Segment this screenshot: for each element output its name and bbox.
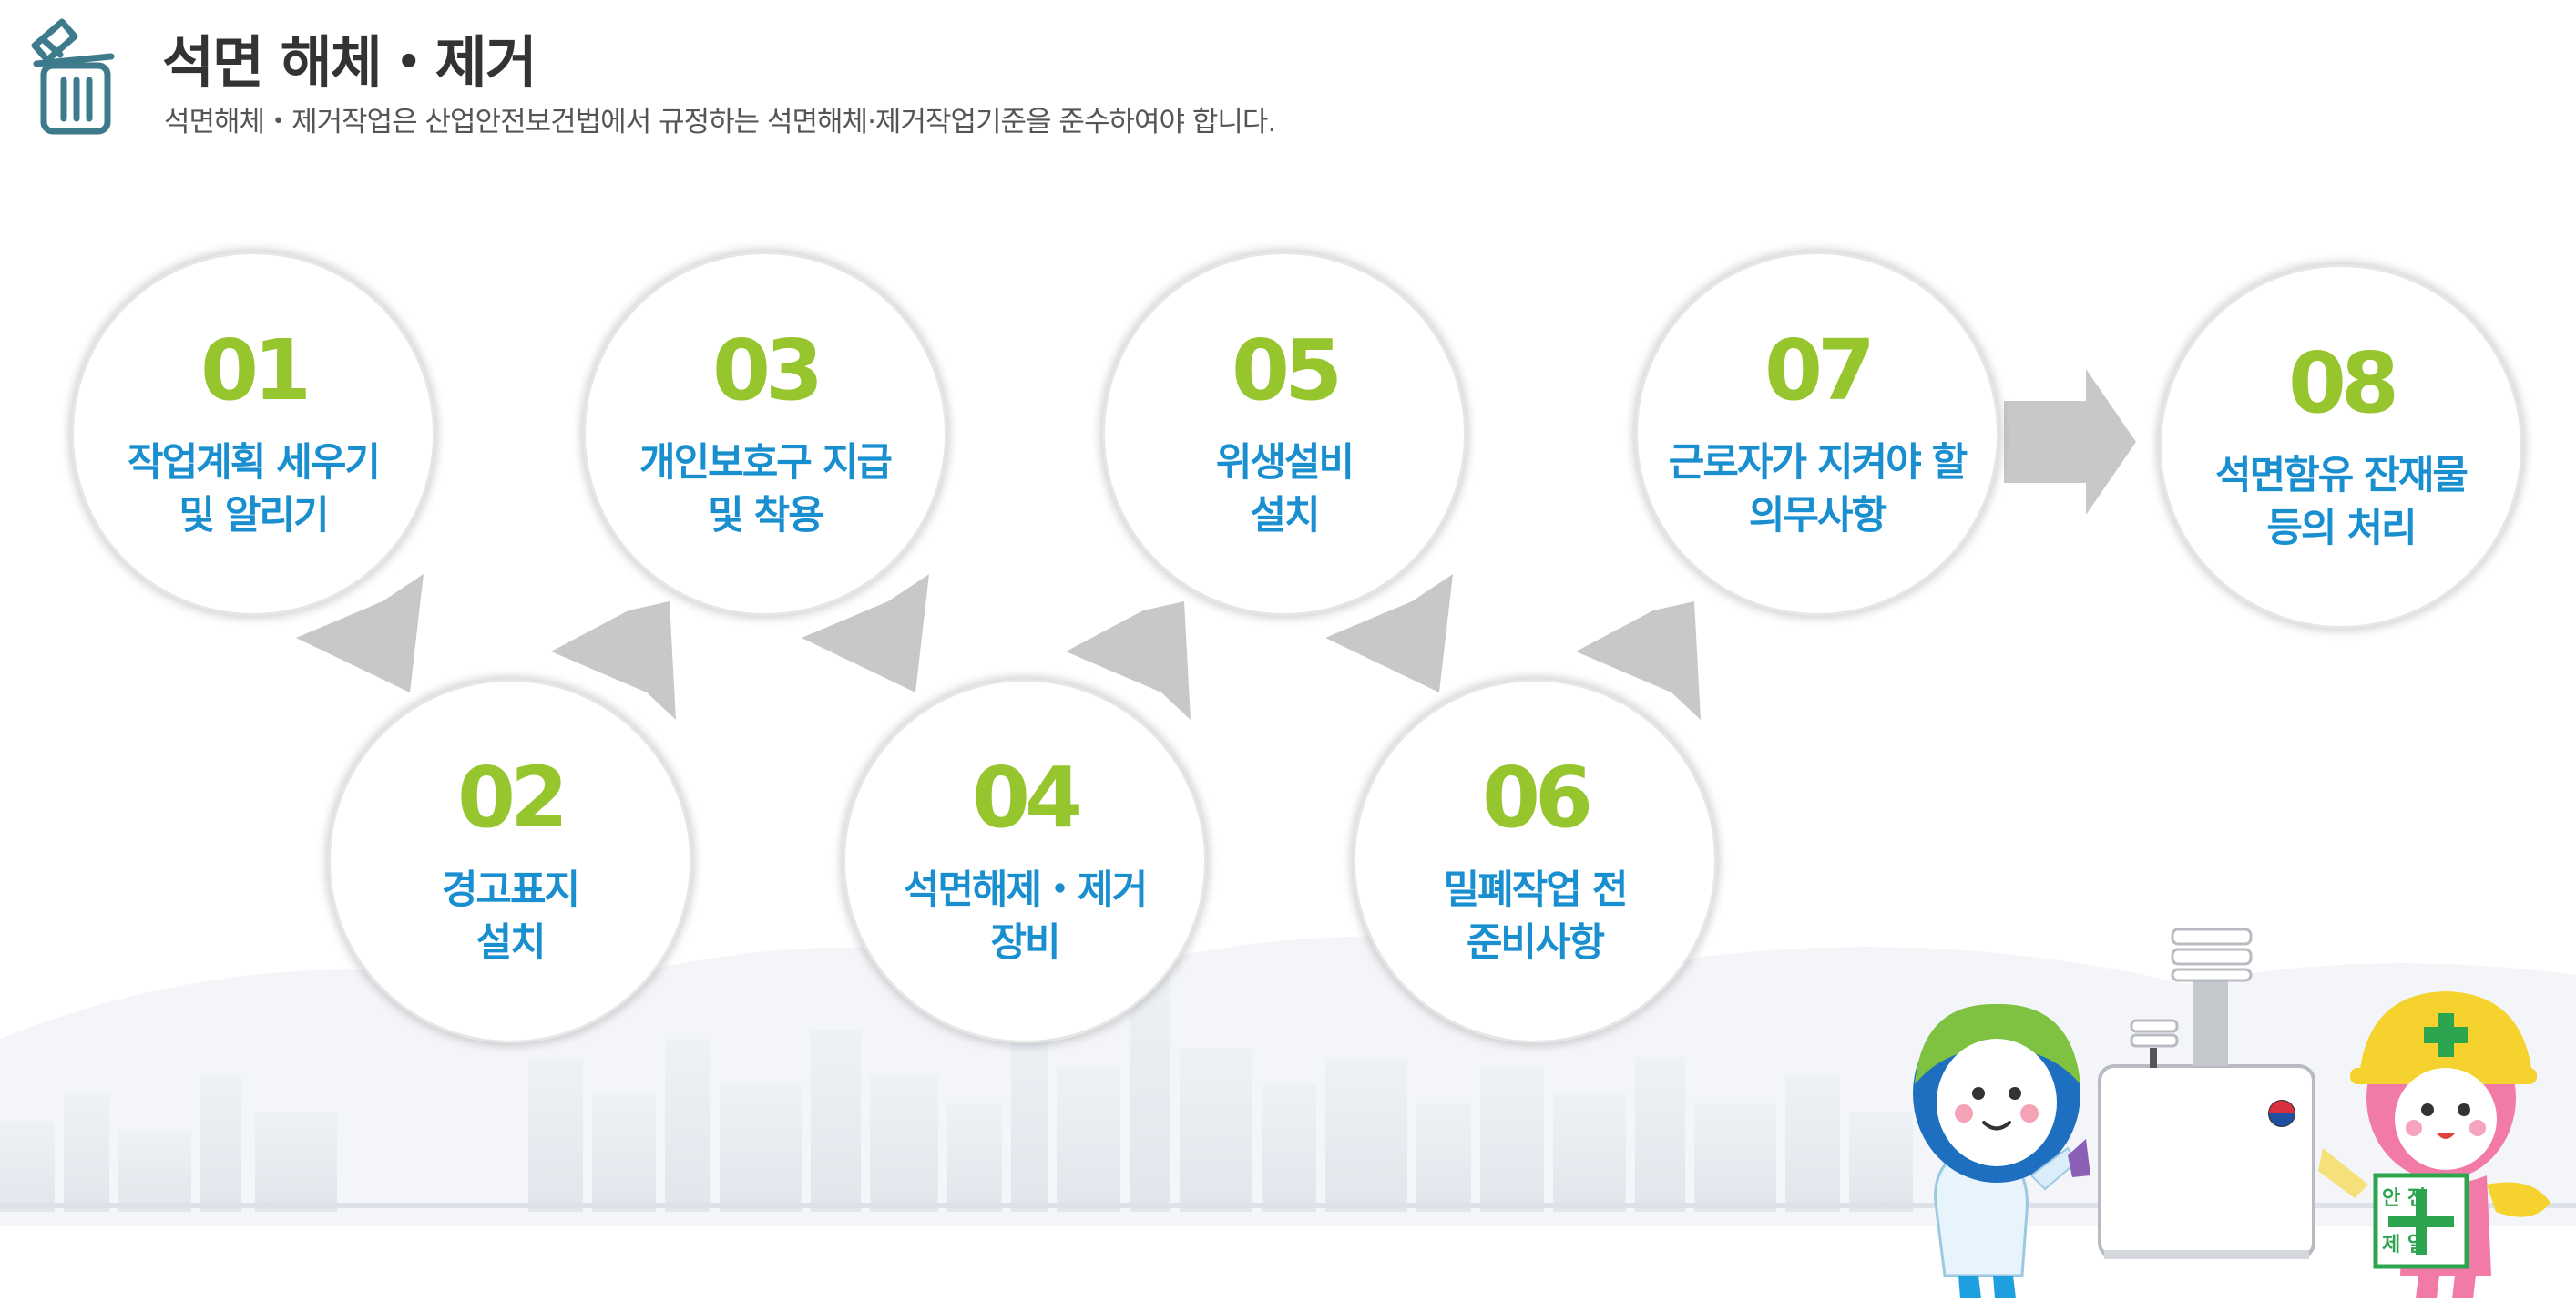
step-04: 04 석면해제・제거 장비 xyxy=(843,679,1207,1043)
step-05: 05 위생설비 설치 xyxy=(1102,251,1467,616)
badge-text-bottom: 제 일 xyxy=(2382,1228,2426,1257)
step-label: 석면함유 잔재물 등의 처리 xyxy=(2215,449,2467,555)
step-07: 07 근로자가 지켜야 할 의무사항 xyxy=(1635,251,1999,616)
step-number: 01 xyxy=(200,329,306,413)
step-number: 07 xyxy=(1764,329,1870,413)
mascot-safety-worker xyxy=(2318,991,2550,1298)
step-label: 밀폐작업 전 준비사항 xyxy=(1444,864,1627,969)
air-monitor-device xyxy=(2100,929,2314,1259)
step-03: 03 개인보호구 지급 및 착용 xyxy=(583,251,947,616)
step-label: 위생설비 설치 xyxy=(1216,436,1353,542)
step-label: 경고표지 설치 xyxy=(442,864,578,969)
step-number: 03 xyxy=(712,329,818,413)
badge-text-top: 안 전 xyxy=(2382,1182,2426,1211)
step-number: 05 xyxy=(1232,329,1337,413)
step-06: 06 밀폐작업 전 준비사항 xyxy=(1353,679,1717,1043)
mascot-scientist xyxy=(1913,1004,2090,1298)
step-number: 06 xyxy=(1482,756,1588,840)
step-number: 08 xyxy=(2288,342,2394,426)
step-number: 04 xyxy=(972,756,1078,840)
step-02: 02 경고표지 설치 xyxy=(328,679,692,1043)
step-label: 근로자가 지켜야 할 의무사항 xyxy=(1669,436,1966,542)
step-label: 석면해제・제거 장비 xyxy=(904,864,1146,969)
step-label: 작업계획 세우기 및 알리기 xyxy=(128,436,379,542)
arrow-07-08 xyxy=(2004,369,2136,515)
step-01: 01 작업계획 세우기 및 알리기 xyxy=(71,251,435,616)
mascot-illustration xyxy=(1895,911,2576,1313)
step-number: 02 xyxy=(457,756,563,840)
step-label: 개인보호구 지급 및 착용 xyxy=(639,436,891,542)
step-08: 08 석면함유 잔재물 등의 처리 xyxy=(2159,264,2523,629)
